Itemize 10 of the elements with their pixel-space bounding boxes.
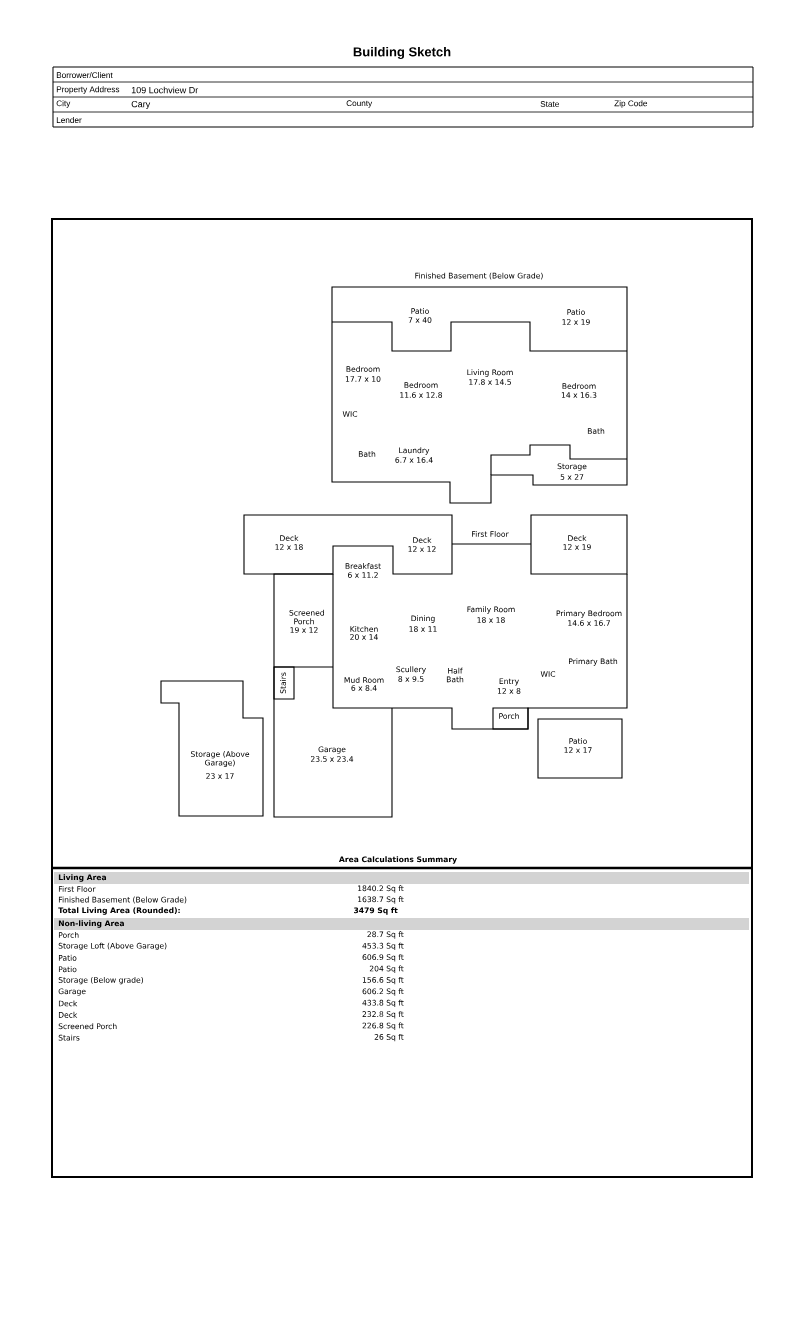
field-label: City <box>56 100 71 108</box>
field-value: 109 Lochview Dr <box>131 86 199 94</box>
field-label: Borrower/Client <box>56 72 113 78</box>
field-label: Property Address <box>56 86 120 94</box>
field-label: Zip Code <box>614 100 648 108</box>
field-value: Cary <box>131 100 151 110</box>
field-label: County <box>346 100 373 108</box>
page-title: Building Sketch <box>353 46 451 60</box>
field-label: Lender <box>56 117 82 123</box>
field-label: State <box>540 101 559 107</box>
